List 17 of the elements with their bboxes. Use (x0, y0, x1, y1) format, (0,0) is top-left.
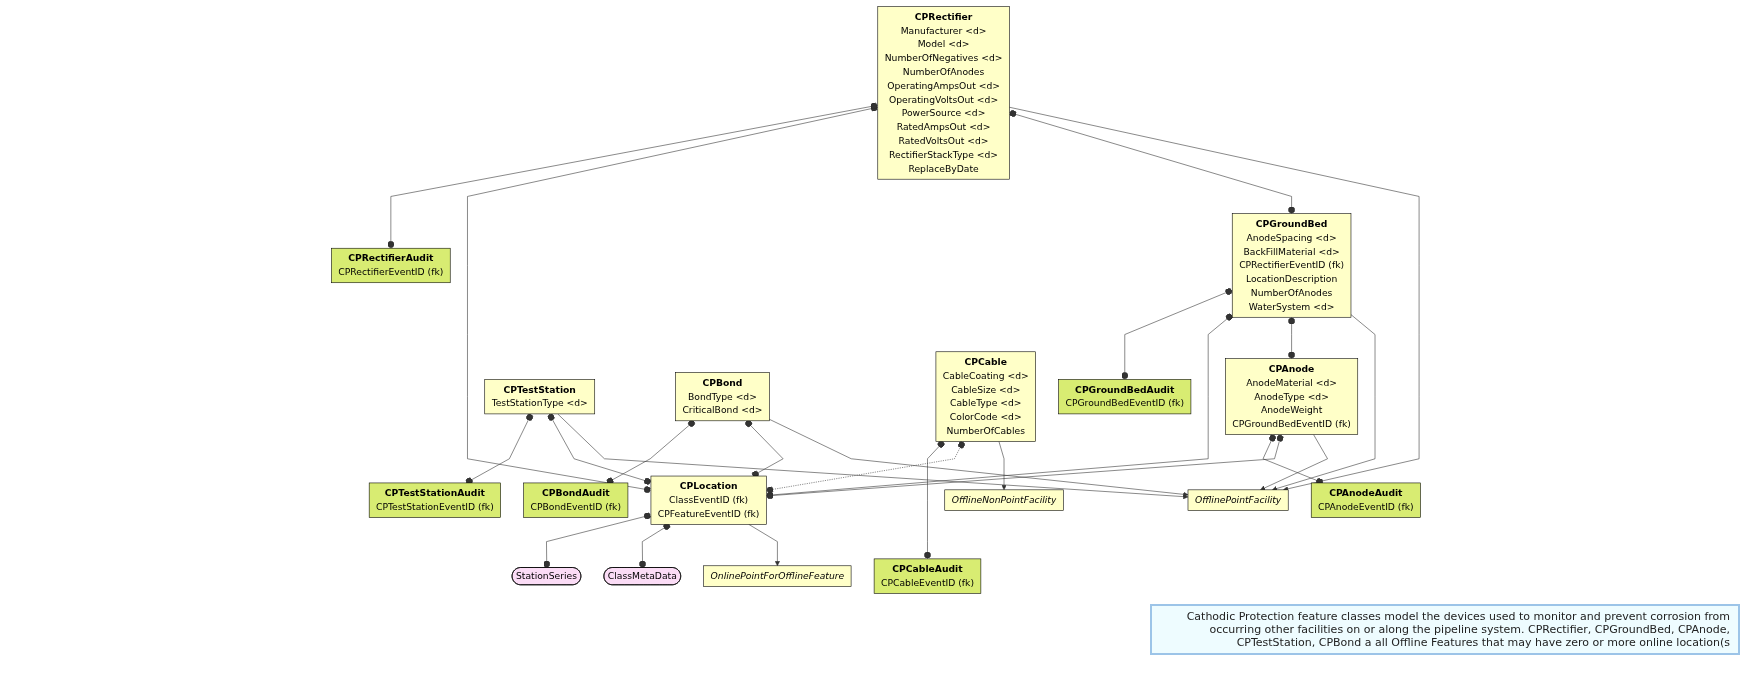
note-text: Cathodic Protection feature classes model the devices used to monitor and prevent corrosion from occurring other facilities on or along the pipeline system. CPRectifier, CPGroundBed, CPAnode, CPTestStation, CPBond a all Offline Features that may have zero or more online location(s (1150, 604, 1740, 655)
node-box: CPRectifier Manufacturer <d> Model <d> NumberOfNegatives <d> NumberOfAnodes OperatingAmpsOut <d> OperatingVoltsOut <d> PowerSource <d> RatedAmpsOut <d> RatedVoltsOut <d> RectifierStackType <d> ReplaceByDate (877, 6, 1010, 180)
node-box: CPLocation ClassEventID (fk) CPFeatureEventID (fk) (650, 475, 767, 525)
node-box: CPCableAudit CPCableEventID (fk) (873, 558, 982, 594)
node-box: OnlinePointForOfflineFeature (703, 565, 852, 587)
node-box: CPTestStationAudit CPTestStationEventID (fk) (368, 482, 501, 518)
node-box: CPCable CableCoating <d> CableSize <d> CableType <d> ColorCode <d> NumberOfCables (935, 351, 1036, 442)
node-box: CPRectifierAudit CPRectifierEventID (fk) (331, 247, 451, 284)
node-box: CPBond BondType <d> CriticalBond <d> (675, 372, 770, 422)
node-box: OfflinePointFacility (1187, 489, 1289, 511)
node-box: CPGroundBedAudit CPGroundBedEventID (fk) (1058, 379, 1192, 415)
node-box: OfflineNonPointFacility (944, 489, 1064, 511)
node-box: CPAnodeAudit CPAnodeEventID (fk) (1310, 482, 1421, 518)
node-box: CPGroundBed AnodeSpacing <d> BackFillMaterial <d> CPRectifierEventID (fk) LocationDescription NumberOfAnodes WaterSystem <d> (1231, 213, 1352, 318)
node-box: CPAnode AnodeMaterial <d> AnodeType <d> AnodeWeight CPGroundBedEventID (fk) (1225, 358, 1359, 435)
node-box: CPTestStation TestStationType <d> (484, 379, 596, 415)
node-box: CPBondAudit CPBondEventID (fk) (523, 482, 629, 518)
